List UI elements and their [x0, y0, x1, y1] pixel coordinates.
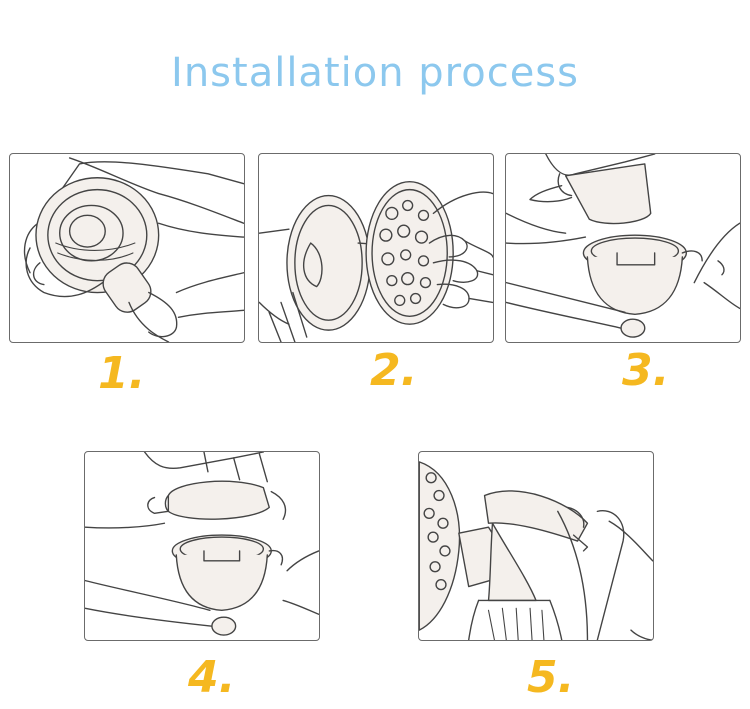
- step-5-number: 5.: [527, 652, 575, 703]
- cup-insert-illustration: [506, 154, 740, 338]
- valve-attach-illustration: [23, 157, 244, 342]
- lid-cover-illustration: [85, 452, 319, 636]
- step-2-number: 2.: [370, 345, 418, 396]
- page-title: Installation process: [171, 50, 579, 96]
- step-4-panel: [84, 451, 320, 641]
- step-3-number: 3.: [622, 345, 670, 396]
- step-2-panel: [258, 153, 494, 343]
- step-4-number: 4.: [188, 652, 236, 703]
- step-1-panel: [9, 153, 245, 343]
- step-5-panel: [418, 451, 654, 641]
- assembled-pump-illustration: [419, 461, 653, 640]
- shield-insert-illustration: [259, 181, 493, 342]
- step-3-panel: [505, 153, 741, 343]
- step-1-number: 1.: [98, 348, 146, 399]
